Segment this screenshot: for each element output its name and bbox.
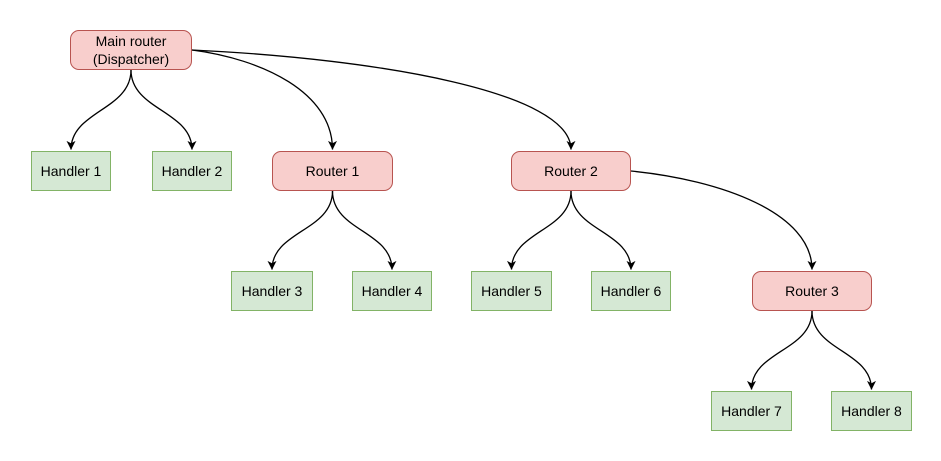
node-r2-label-line: Router 2 xyxy=(544,163,598,179)
node-h7-label-line: Handler 7 xyxy=(721,403,782,419)
node-h6[interactable]: Handler 6 xyxy=(591,271,671,311)
node-r2[interactable]: Router 2 xyxy=(511,151,631,191)
node-r3[interactable]: Router 3 xyxy=(752,271,872,311)
node-h4[interactable]: Handler 4 xyxy=(352,271,432,311)
node-h4-label-line: Handler 4 xyxy=(361,283,423,299)
node-h5[interactable]: Handler 5 xyxy=(471,271,552,311)
node-h1-label-line: Handler 1 xyxy=(40,163,102,179)
edge-main-to-h2[interactable] xyxy=(130,69,197,150)
node-r1[interactable]: Router 1 xyxy=(272,151,393,191)
edge-r3-to-h8[interactable] xyxy=(811,310,876,390)
node-h8[interactable]: Handler 8 xyxy=(831,391,912,431)
edges-group xyxy=(66,49,876,390)
edge-main-to-h1[interactable] xyxy=(66,69,132,150)
node-h3[interactable]: Handler 3 xyxy=(231,271,313,311)
edge-main-to-r2[interactable] xyxy=(191,49,576,150)
edge-r2-to-r3[interactable] xyxy=(630,170,817,270)
node-h7[interactable]: Handler 7 xyxy=(711,391,792,431)
edge-main-to-r1[interactable] xyxy=(191,49,337,150)
node-r1-label-line: Router 1 xyxy=(305,163,360,179)
node-h5-label-line: Handler 5 xyxy=(481,283,542,299)
node-main-label-line: Main router xyxy=(95,33,167,49)
node-h6-label-line: Handler 6 xyxy=(600,283,662,299)
edge-r2-to-h6[interactable] xyxy=(570,190,636,270)
edge-r3-to-h7[interactable] xyxy=(747,310,813,390)
node-h2[interactable]: Handler 2 xyxy=(152,151,232,191)
node-h1[interactable]: Handler 1 xyxy=(31,151,111,191)
edge-r2-to-h5[interactable] xyxy=(507,190,572,270)
node-main[interactable]: Main router (Dispatcher) xyxy=(70,30,192,70)
edge-r1-to-h4[interactable] xyxy=(331,190,397,270)
node-h3-label-line: Handler 3 xyxy=(241,283,303,299)
edge-r1-to-h3[interactable] xyxy=(267,190,334,270)
node-h2-label-line: Handler 2 xyxy=(161,163,223,179)
node-main-label-line: (Dispatcher) xyxy=(92,51,170,67)
node-r3-label-line: Router 3 xyxy=(785,283,839,299)
node-h8-label-line: Handler 8 xyxy=(841,403,902,419)
